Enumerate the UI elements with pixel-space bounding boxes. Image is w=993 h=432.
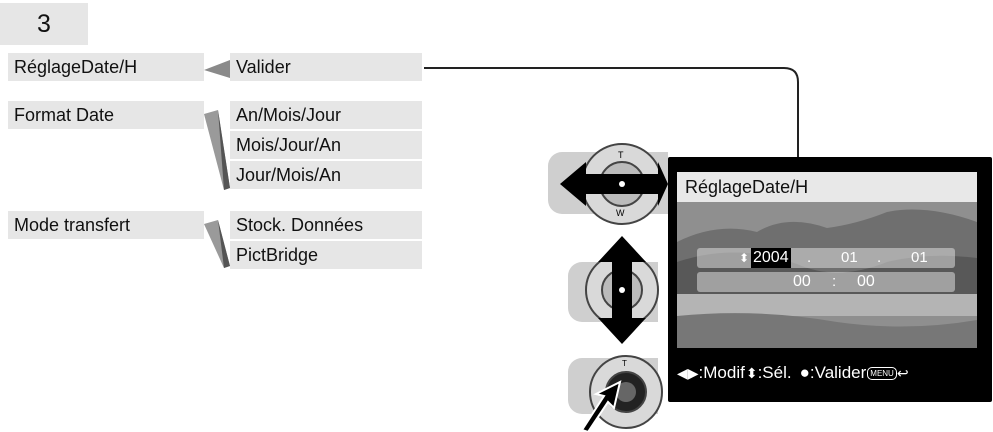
controller-left-right-icon: T W [560, 143, 668, 225]
option-mdy[interactable]: Mois/Jour/An [230, 131, 422, 159]
connector-line [424, 67, 799, 158]
option-data-storage[interactable]: Stock. Données [230, 211, 422, 239]
date-field-row[interactable]: ⬍ 2004 . 01 . 01 [697, 248, 955, 268]
option-valider[interactable]: Valider [230, 53, 422, 81]
back-arrow-icon: ↩ [896, 364, 909, 381]
option-pictbridge[interactable]: PictBridge [230, 241, 422, 269]
svg-text:T: T [618, 150, 624, 160]
footer-valider-label: :Valider [809, 363, 867, 382]
connector-wedge [204, 110, 230, 190]
controller-up-down-icon [585, 236, 659, 344]
svg-text:T: T [622, 359, 627, 368]
date-separator: . [877, 249, 882, 266]
year-field[interactable]: 2004 [751, 248, 791, 268]
hour-field[interactable]: 00 [793, 273, 811, 290]
up-down-arrow-icon: ⬍ [745, 364, 758, 381]
day-field[interactable]: 01 [911, 249, 928, 266]
connector-wedge [204, 60, 230, 78]
left-right-arrow-icon: ◀▶ [677, 364, 699, 381]
svg-text:W: W [616, 208, 625, 218]
month-field[interactable]: 01 [841, 249, 858, 266]
menu-button-icon: MENU [867, 366, 897, 380]
footer-modif-label: :Modif [698, 363, 745, 382]
time-separator: : [832, 273, 837, 290]
page-tab-number: 3 [0, 3, 88, 45]
option-dmy[interactable]: Jour/Mois/An [230, 161, 422, 189]
menu-item-transfer-mode[interactable]: Mode transfert [8, 211, 204, 239]
option-ymd[interactable]: An/Mois/Jour [230, 101, 422, 129]
controller-center-press-icon: T [580, 355, 663, 432]
date-separator: . [807, 249, 812, 266]
menu-item-date-format[interactable]: Format Date [8, 101, 204, 129]
up-down-arrow-icon: ⬍ [739, 251, 750, 265]
time-field-row[interactable]: 00 : 00 [697, 272, 955, 292]
screen-title: RéglageDate/H [677, 172, 977, 202]
menu-item-date-time[interactable]: RéglageDate/H [8, 53, 204, 81]
screen-footer: ◀▶ :Modif ⬍ :Sél. ● :Valider MENU ↩ [677, 355, 977, 391]
center-button-icon: ● [799, 363, 810, 382]
footer-sel-label: :Sél. [757, 363, 792, 382]
minute-field[interactable]: 00 [857, 273, 875, 290]
screen-background-photo: ⬍ 2004 . 01 . 01 00 : 00 [677, 202, 977, 348]
connector-wedge [204, 220, 230, 268]
